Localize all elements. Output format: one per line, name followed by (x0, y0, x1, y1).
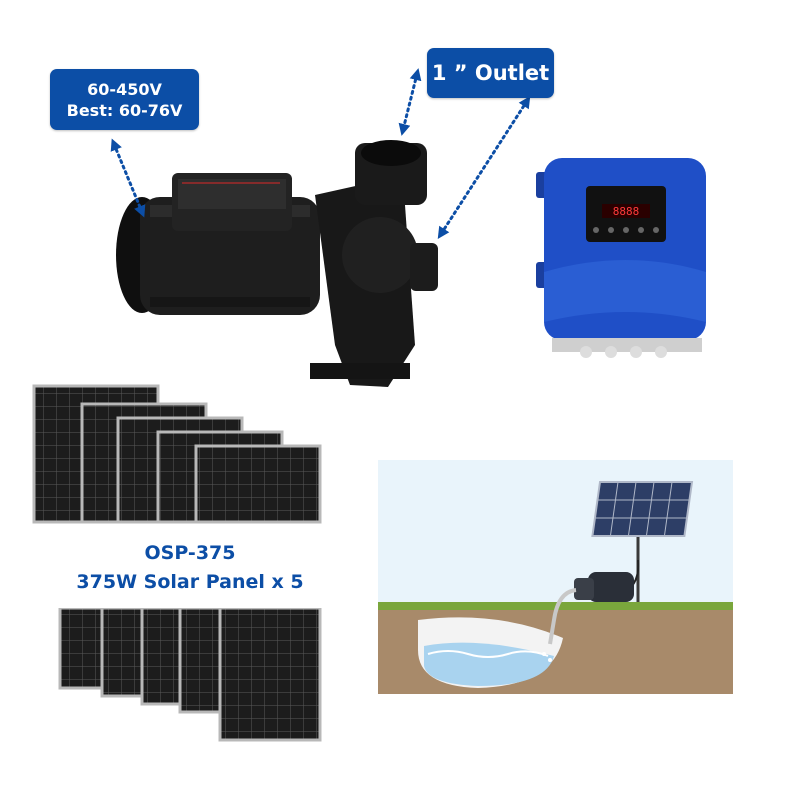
svg-text:8888: 8888 (613, 205, 640, 218)
outlet-badge: 1 ” Outlet (427, 48, 554, 98)
voltage-range-label: 60-450V (87, 79, 162, 99)
voltage-arrow (110, 138, 146, 218)
panel-description-label: 375W Solar Panel x 5 (76, 571, 304, 593)
panel-model-label: OSP-375 (144, 542, 236, 564)
outlet-arrow-right (437, 95, 531, 240)
voltage-badge: 60-450V Best: 60-76V (50, 69, 199, 130)
outlet-arrow-left (398, 68, 422, 136)
voltage-best-label: Best: 60-76V (66, 100, 183, 120)
solar-panel-caption: OSP-375 375W Solar Panel x 5 (40, 528, 340, 608)
outlet-label: 1 ” Outlet (431, 61, 550, 85)
controller-image: 8888 (536, 158, 706, 358)
solar-panels-image (32, 384, 322, 742)
pump-image (116, 140, 438, 387)
installation-illustration (378, 460, 733, 694)
